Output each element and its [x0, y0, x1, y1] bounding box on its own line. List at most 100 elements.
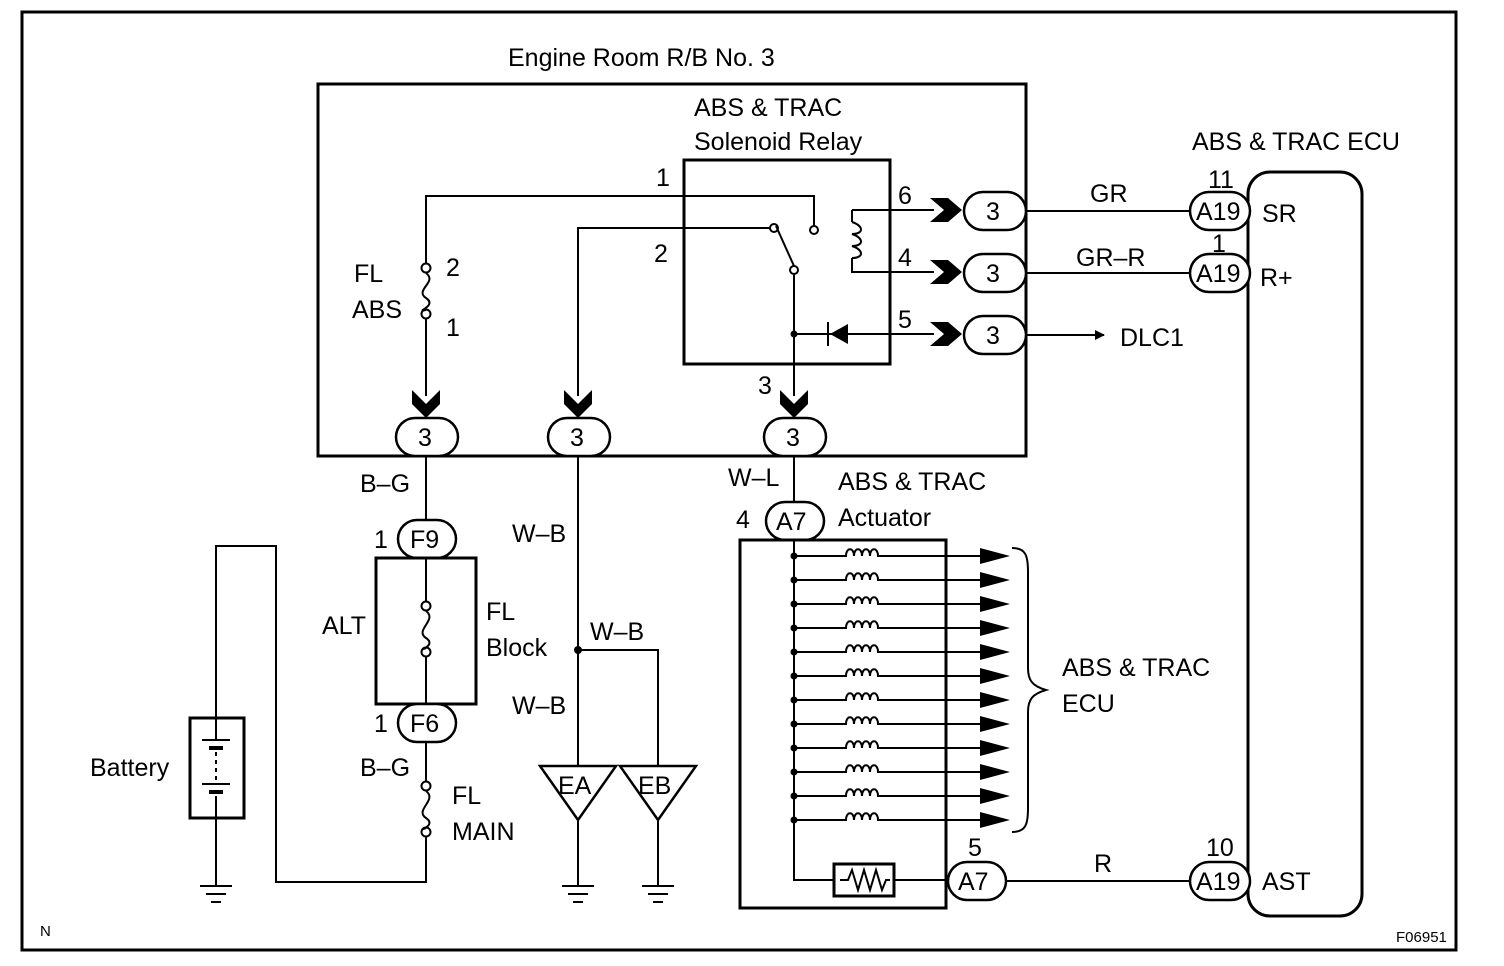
arrow-icon [980, 668, 1010, 684]
solenoid-valve-line [790, 812, 1010, 828]
arrow-icon [980, 644, 1010, 660]
relay-pin-2: 2 [654, 240, 668, 268]
diode-wiring [794, 322, 934, 346]
connector-3-label: 3 [418, 424, 432, 452]
arrow-icon [980, 692, 1010, 708]
fuse-pin-1: 1 [446, 314, 460, 342]
ground-point-ea [537, 764, 619, 823]
solenoid-valve-line [790, 716, 1010, 732]
female-connector-mark [780, 390, 808, 418]
wire-w-b-branch-label: W–B [590, 618, 644, 646]
ground-icon [562, 885, 594, 903]
arrow-icon [980, 812, 1010, 828]
female-connector-mark [930, 260, 962, 284]
relay-label-line2: Solenoid Relay [694, 128, 863, 156]
ecu-title: ABS & TRAC ECU [1192, 128, 1400, 156]
brace-label-line1: ABS & TRAC [1062, 654, 1210, 682]
ecu-terminal-rplus: R+ [1260, 264, 1293, 292]
relay-pin-6: 6 [898, 182, 912, 210]
resistor-icon [840, 866, 890, 894]
ground-point-eb [617, 764, 699, 823]
arrow-icon [980, 620, 1010, 636]
connector-3-label: 3 [986, 198, 1000, 226]
actuator-label-line1: ABS & TRAC [838, 468, 986, 496]
female-connector-mark [930, 322, 962, 346]
ground-eb-label: EB [638, 772, 671, 800]
connector-3-label: 3 [786, 424, 800, 452]
connector-a19-label: A19 [1196, 868, 1240, 896]
ecu-box [1246, 170, 1364, 918]
battery-symbol [202, 718, 230, 886]
arrow-icon [980, 740, 1010, 756]
female-connector-mark [412, 390, 440, 418]
engine-room-rb-label: Engine Room R/B No. 3 [508, 44, 775, 72]
solenoid-valve-line [790, 548, 1010, 564]
arrow-icon [980, 788, 1010, 804]
connector-3-label: 3 [986, 322, 1000, 350]
solenoid-valve-line [790, 620, 1010, 636]
wire-w-b-branch [578, 649, 659, 766]
solenoid-valve-line [790, 788, 1010, 804]
fl-block-label-1: FL [486, 598, 515, 626]
f9-pin: 1 [374, 526, 388, 554]
fl-block-label-2: Block [486, 634, 548, 662]
connector-3-label: 3 [986, 260, 1000, 288]
relay-label-line1: ABS & TRAC [694, 94, 842, 122]
fl-main-label-1: FL [452, 782, 481, 810]
ecu-terminal-ast: AST [1262, 868, 1311, 896]
a7-bottom-pin: 5 [968, 834, 982, 862]
fl-block-fuse [420, 558, 432, 704]
connector-a7-label: A7 [958, 868, 989, 896]
arrow-icon [980, 716, 1010, 732]
solenoid-valve-line [790, 596, 1010, 612]
solenoid-valve-line [790, 572, 1010, 588]
ecu-brace [1011, 547, 1050, 833]
female-connector-mark [930, 198, 962, 222]
relay-pin-5: 5 [898, 306, 912, 334]
actuator-label-line2: Actuator [838, 504, 931, 532]
wire-b-g-top-label: B–G [360, 470, 410, 498]
fl-abs-label-2: ABS [352, 296, 402, 324]
solenoid-valve-line [790, 668, 1010, 684]
diode-symbol [830, 324, 848, 344]
dlc1-label: DLC1 [1120, 324, 1184, 352]
connector-3-label: 3 [570, 424, 584, 452]
arrow-icon [980, 764, 1010, 780]
wire-b-g-bottom-label: B–G [360, 754, 410, 782]
a19-rplus-pin: 1 [1212, 230, 1226, 258]
a7-top-pin: 4 [736, 506, 750, 534]
solenoid-valve-line [790, 740, 1010, 756]
wire-w-b-lower-label: W–B [512, 692, 566, 720]
relay-pin-1: 1 [656, 164, 670, 192]
solenoid-valve-line [790, 644, 1010, 660]
fl-main-label-2: MAIN [452, 818, 515, 846]
ground-icon [200, 885, 232, 903]
ecu-terminal-sr: SR [1262, 200, 1297, 228]
wire-gr-r-label: GR–R [1076, 244, 1145, 272]
arrow-icon [980, 596, 1010, 612]
a19-sr-pin: 11 [1208, 166, 1234, 194]
connector-f6-label: F6 [410, 710, 439, 738]
figure-id-label: F06951 [1396, 929, 1447, 946]
connector-f9-label: F9 [410, 526, 439, 554]
ground-icon [642, 885, 674, 903]
alt-label: ALT [322, 612, 366, 640]
solenoid-relay-box [682, 158, 892, 366]
connector-a19-label: A19 [1196, 260, 1240, 288]
relay-pin-3: 3 [758, 372, 772, 400]
connector-a19-rplus [1188, 252, 1252, 294]
arrow-icon [980, 572, 1010, 588]
connector-a7-label: A7 [776, 508, 807, 536]
battery-label: Battery [90, 754, 170, 782]
arrow-icon [980, 548, 1010, 564]
fuse-pin-2: 2 [446, 254, 460, 282]
wire-w-l-label: W–L [728, 464, 780, 492]
wire-r-label: R [1094, 850, 1112, 878]
relay-pin-4: 4 [898, 244, 912, 272]
diagram-frame [20, 10, 1458, 952]
f6-pin: 1 [374, 710, 388, 738]
connector-a19-label: A19 [1196, 198, 1240, 226]
corner-n-label: N [40, 923, 51, 940]
brace-label-line2: ECU [1062, 690, 1115, 718]
